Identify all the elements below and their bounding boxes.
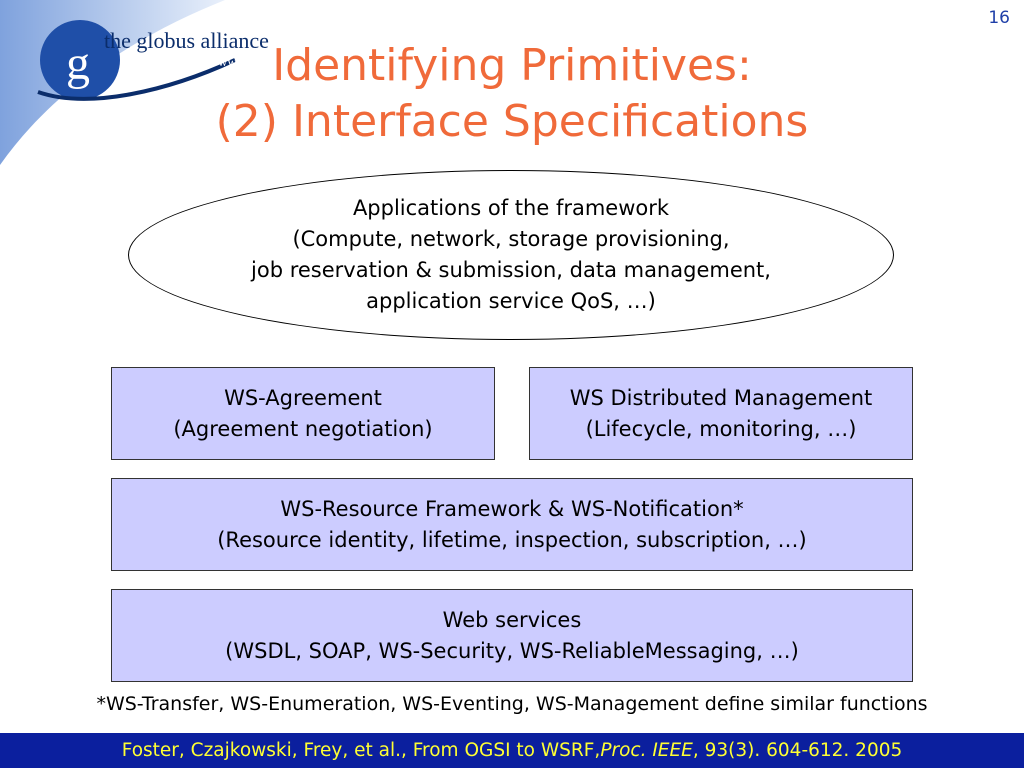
logo-name: the globus alliance [104,28,269,53]
web-services-box: Web services (WSDL, SOAP, WS-Security, W… [111,589,913,682]
applications-text: Applications of the framework (Compute, … [251,196,771,313]
logo-url: www.globus.org [218,54,304,69]
citation-authors: Foster, Czajkowski, Frey, et al., From O… [121,740,601,761]
slide-title-line1: Identifying Primitives: [272,40,752,91]
globus-logo: g the globus alliance www.globus.org [0,0,330,170]
citation-bar: Foster, Czajkowski, Frey, et al., From O… [0,733,1024,768]
ws-agreement-box: WS-Agreement (Agreement negotiation) [111,367,495,460]
slide-title-line2: (2) Interface Specifications [215,96,809,147]
ws-resource-framework-box: WS-Resource Framework & WS-Notification*… [111,478,913,571]
ws-distributed-management-box: WS Distributed Management (Lifecycle, mo… [529,367,913,460]
slide-title: Identifying Primitives: (2) Interface Sp… [0,38,1024,150]
logo-letter: g [66,37,90,90]
slide-number: 16 [988,8,1010,28]
logo-swoosh-graphic [0,0,330,165]
citation-journal: Proc. IEEE [600,740,693,761]
citation-details: , 93(3). 604-612. 2005 [692,740,903,761]
footnote: *WS-Transfer, WS-Enumeration, WS-Eventin… [96,693,928,715]
applications-ellipse: Applications of the framework (Compute, … [128,170,894,340]
